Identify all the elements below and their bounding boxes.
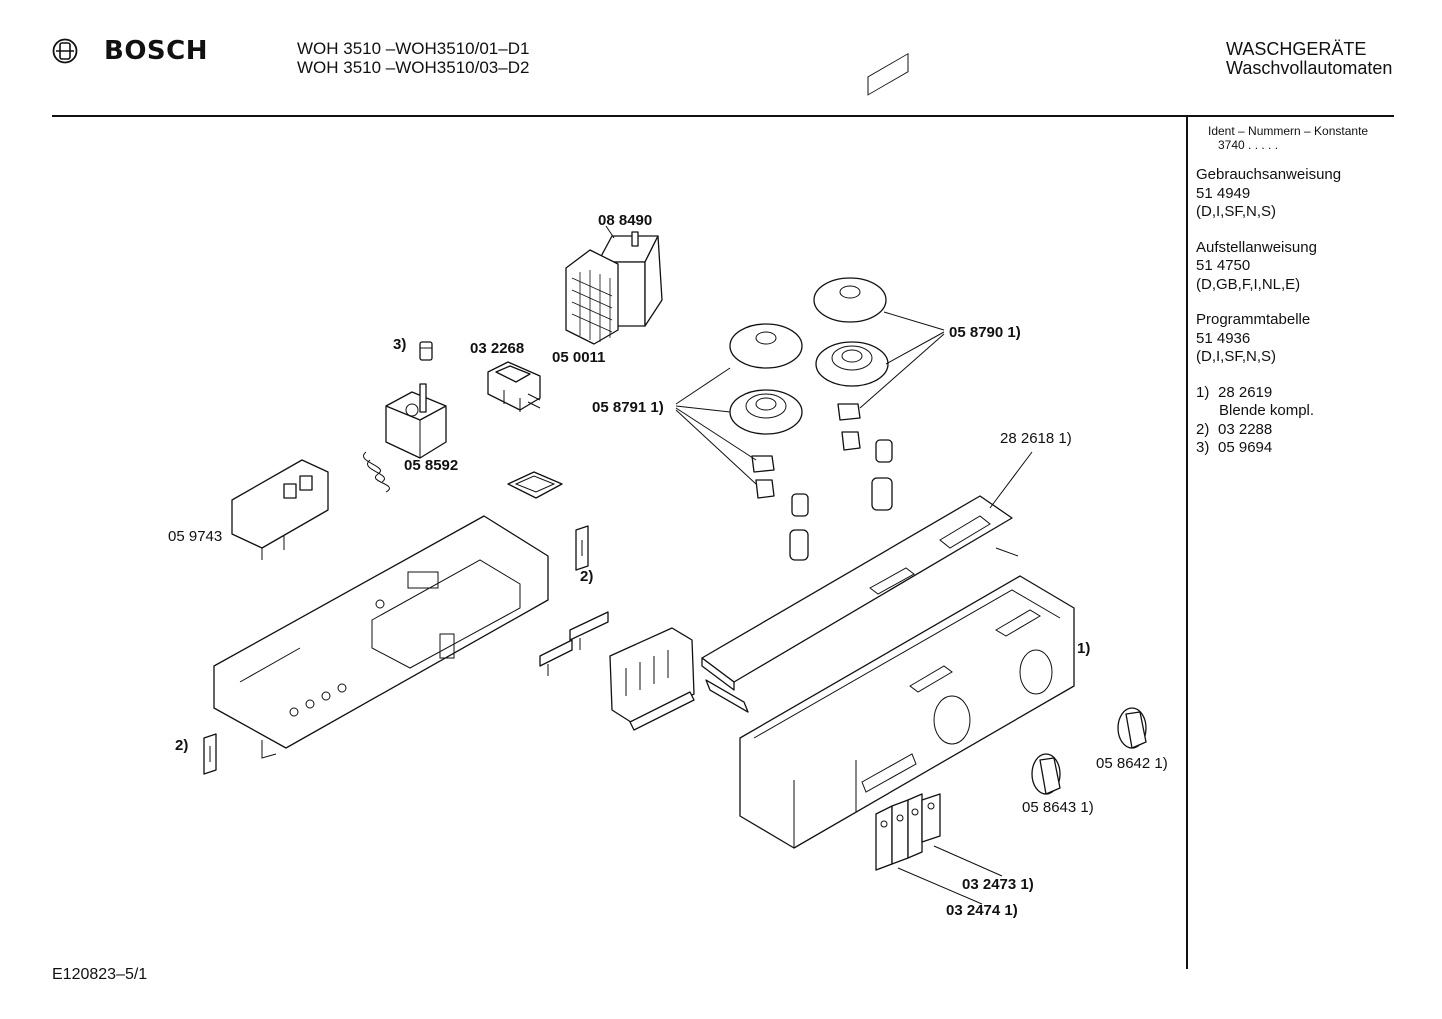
frame-part bbox=[507, 471, 563, 499]
label-08-8490: 08 8490 bbox=[598, 212, 652, 229]
doc-entry: Aufstellanweisung 51 4750 (D,GB,F,I,NL,E… bbox=[1196, 239, 1436, 295]
label-05-8790: 05 8790 1) bbox=[949, 324, 1021, 341]
label-05-8642: 05 8642 1) bbox=[1096, 755, 1168, 772]
note-item: 1) 28 2619 bbox=[1196, 384, 1436, 403]
category-line: Waschvollautomaten bbox=[1226, 58, 1393, 78]
category-title: WASCHGERÄTE Waschvollautomaten bbox=[1226, 40, 1392, 78]
terminal-strip-part bbox=[609, 627, 695, 731]
notes-list: 1) 28 2619 Blende kompl. 2) 03 2288 3) 0… bbox=[1196, 384, 1436, 458]
label-03-2268: 03 2268 bbox=[470, 340, 524, 357]
note-item: 2) 03 2288 bbox=[1196, 421, 1436, 440]
push-buttons-part bbox=[875, 793, 941, 871]
doc-number: 51 4936 bbox=[1196, 329, 1251, 347]
clip-part bbox=[203, 733, 217, 775]
dial-part bbox=[729, 323, 809, 561]
label-note-1: 1) bbox=[1077, 640, 1090, 657]
note-number: 2) bbox=[1196, 420, 1210, 438]
label-note-2-mid: 2) bbox=[580, 568, 593, 585]
note-number: 1) bbox=[1196, 383, 1210, 401]
exploded-parts-diagram: 08 8490 05 0011 03 2268 3) 05 8592 05 97… bbox=[168, 52, 1168, 919]
doc-languages: (D,I,SF,N,S) bbox=[1196, 203, 1277, 220]
label-03-2473: 03 2473 1) bbox=[962, 876, 1034, 893]
note-subtext: Blende kompl. bbox=[1219, 402, 1315, 419]
relay-part bbox=[565, 225, 663, 345]
header-divider bbox=[52, 115, 1394, 117]
label-05-8643: 05 8643 1) bbox=[1022, 799, 1094, 816]
document-code: E120823–5/1 bbox=[52, 966, 148, 983]
doc-title: Aufstellanweisung bbox=[1196, 238, 1317, 256]
doc-title: Programmtabelle bbox=[1196, 311, 1311, 328]
switch-part bbox=[487, 361, 541, 412]
doc-languages: (D,GB,F,I,NL,E) bbox=[1196, 275, 1301, 293]
bosch-armature-icon bbox=[52, 38, 78, 64]
label-note-3: 3) bbox=[393, 336, 406, 353]
dial-part bbox=[813, 277, 893, 511]
bracket-part bbox=[539, 611, 609, 676]
label-05-9743: 05 9743 bbox=[168, 528, 222, 545]
note-text: 28 2619 bbox=[1218, 383, 1273, 401]
doc-number: 51 4750 bbox=[1196, 257, 1251, 274]
circuit-board-part bbox=[231, 459, 329, 560]
timer-motor-part bbox=[363, 383, 447, 493]
knob-part bbox=[1117, 707, 1147, 749]
label-03-2474: 03 2474 1) bbox=[946, 902, 1018, 919]
label-28-2618: 28 2618 1) bbox=[1000, 430, 1072, 447]
model-line: WOH 3510 –WOH3510/01–D1 bbox=[297, 39, 530, 58]
label-note-2-left: 2) bbox=[175, 737, 188, 754]
note-number: 3) bbox=[1196, 439, 1210, 456]
doc-languages: (D,I,SF,N,S) bbox=[1196, 348, 1277, 365]
chassis-part bbox=[213, 515, 549, 759]
brand-name: BOSCH bbox=[104, 36, 208, 66]
model-list: WOH 3510 –WOH3510/01–D1 WOH 3510 –WOH351… bbox=[297, 39, 529, 77]
note-text: 05 9694 bbox=[1218, 439, 1273, 456]
category-line: WASCHGERÄTE bbox=[1226, 39, 1367, 59]
doc-entry: Gebrauchsanweisung 51 4949 (D,I,SF,N,S) bbox=[1196, 166, 1436, 222]
display-panel-part bbox=[701, 52, 1019, 713]
doc-title: Gebrauchsanweisung bbox=[1196, 166, 1342, 183]
sidebar: Ident – Nummern – Konstante 3740 . . . .… bbox=[1196, 124, 1436, 458]
label-05-0011: 05 0011 bbox=[552, 349, 605, 366]
doc-entry: Programmtabelle 51 4936 (D,I,SF,N,S) bbox=[1196, 311, 1436, 367]
model-line: WOH 3510 –WOH3510/03–D2 bbox=[297, 58, 530, 77]
sidebar-divider bbox=[1186, 116, 1188, 969]
note-text: 03 2288 bbox=[1218, 420, 1273, 438]
cap-part bbox=[419, 341, 433, 361]
control-fascia-part bbox=[739, 575, 1075, 849]
doc-number: 51 4949 bbox=[1196, 184, 1251, 202]
ident-value: 3740 . . . . . bbox=[1218, 138, 1279, 152]
label-05-8791: 05 8791 1) bbox=[592, 399, 664, 416]
knob-part bbox=[1031, 753, 1061, 795]
bosch-logo: BOSCH bbox=[52, 36, 208, 66]
note-item: 3) 05 9694 bbox=[1196, 439, 1436, 458]
clip-part bbox=[575, 525, 589, 571]
label-05-8592: 05 8592 bbox=[404, 457, 458, 474]
ident-title: Ident – Nummern – Konstante bbox=[1208, 124, 1369, 138]
